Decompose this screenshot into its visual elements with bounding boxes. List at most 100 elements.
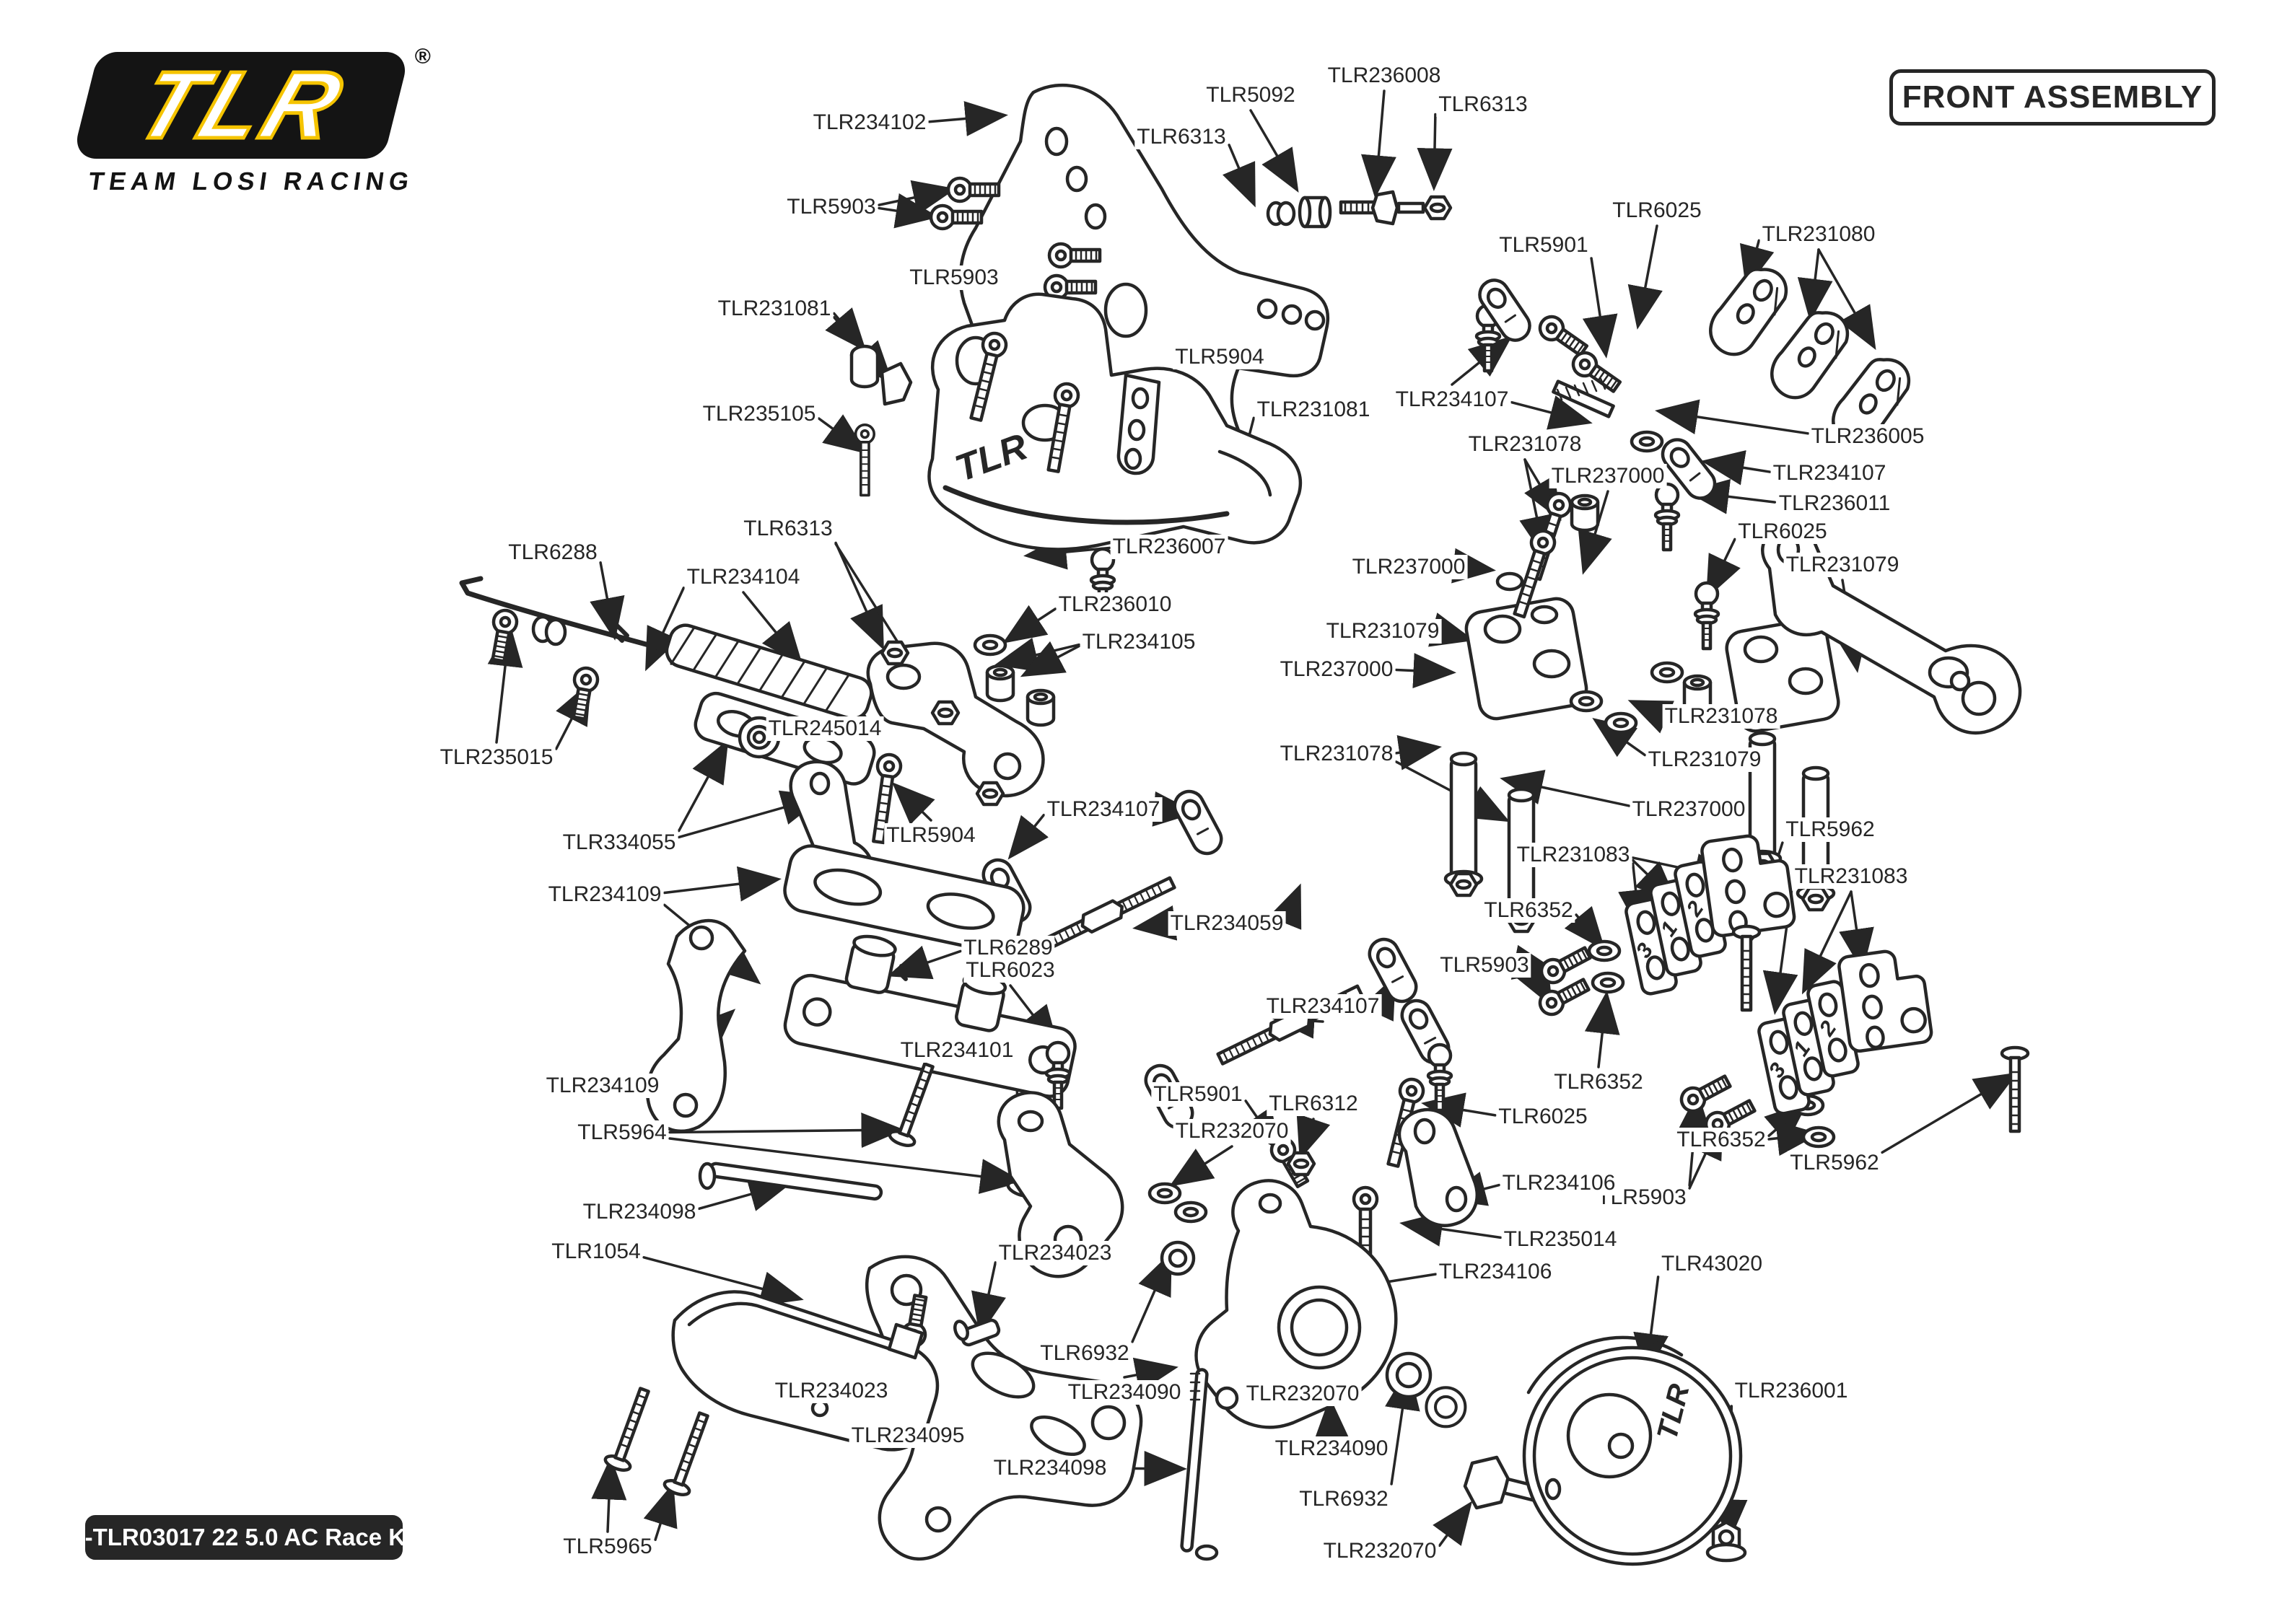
washer bbox=[1632, 432, 1662, 451]
steering-knuckle bbox=[1194, 1179, 1398, 1429]
part-label: TLR334055 bbox=[560, 830, 678, 855]
caster-clamp bbox=[1702, 257, 1793, 366]
kit-label: C-TLR03017 22 5.0 AC Race Kit bbox=[68, 1515, 420, 1560]
ball-stud bbox=[1656, 484, 1679, 550]
part-label: TLR6023 bbox=[963, 958, 1057, 983]
part-label: TLR6025 bbox=[1610, 198, 1704, 223]
part-label: TLR6932 bbox=[1038, 1341, 1132, 1366]
part-label: TLR5901 bbox=[1151, 1082, 1245, 1107]
leader-arrow bbox=[668, 1112, 904, 1149]
part-label: TLR231079 bbox=[1645, 747, 1764, 772]
part-label: TLR234106 bbox=[1436, 1260, 1554, 1284]
part-label: TLR6289 bbox=[961, 936, 1055, 960]
arm-mount-assembly bbox=[645, 844, 1077, 1133]
spacer bbox=[987, 666, 1013, 701]
leader-arrow bbox=[1881, 1072, 2019, 1154]
part-label: TLR6352 bbox=[1674, 1128, 1768, 1152]
part-label: TLR6025 bbox=[1736, 519, 1829, 544]
leader-arrow bbox=[1510, 395, 1593, 430]
leader-arrow bbox=[817, 414, 867, 455]
long-screw bbox=[603, 1385, 657, 1472]
leader-arrow bbox=[1500, 770, 1631, 807]
part-label: TLR232070 bbox=[1321, 1539, 1439, 1563]
part-label: TLR236007 bbox=[1110, 535, 1228, 559]
tlr-logo-text: TLR bbox=[121, 51, 361, 160]
part-label: TLR6313 bbox=[1134, 125, 1228, 149]
part-label: TLR234101 bbox=[898, 1038, 1016, 1063]
part-label: TLR237000 bbox=[1549, 464, 1667, 488]
part-label: TLR231078 bbox=[1466, 432, 1584, 457]
leader-arrow bbox=[834, 541, 884, 651]
leader-arrow bbox=[1361, 89, 1396, 198]
leader-arrow bbox=[645, 587, 686, 672]
part-label: TLR234104 bbox=[684, 565, 803, 589]
screw bbox=[931, 206, 981, 229]
part-label: TLR235105 bbox=[700, 402, 818, 426]
leader-arrow bbox=[1451, 548, 1496, 584]
wheel-disc: TLR bbox=[1522, 1335, 1743, 1566]
shim-cluster-right: 3 1 2 bbox=[1677, 947, 2028, 1146]
nut bbox=[1288, 1153, 1314, 1175]
leader-arrow bbox=[887, 945, 962, 980]
leader-arrow bbox=[590, 561, 625, 641]
leader-arrow bbox=[1123, 1357, 1178, 1392]
arm-bushing-pin bbox=[953, 1318, 1001, 1347]
lug-nut bbox=[1705, 1520, 1747, 1563]
part-label: TLR6312 bbox=[1267, 1092, 1360, 1116]
part-label: TLR231078 bbox=[1662, 704, 1780, 729]
leader-arrow bbox=[1249, 109, 1299, 193]
leader-arrow bbox=[1417, 113, 1453, 191]
leader-arrow bbox=[825, 307, 867, 352]
striped-brace bbox=[665, 623, 876, 786]
part-label: TLR234090 bbox=[1272, 1436, 1391, 1461]
leader-arrow bbox=[1584, 991, 1620, 1068]
part-label: TLR5965 bbox=[561, 1535, 655, 1559]
washer bbox=[1176, 1203, 1206, 1221]
leader-arrow bbox=[994, 637, 1081, 672]
leader-arrow bbox=[1399, 1211, 1503, 1247]
part-label: TLR6313 bbox=[741, 517, 835, 541]
tlr-logo: TLR ® TEAM LOSI RACING bbox=[71, 45, 446, 196]
long-screw bbox=[662, 1410, 716, 1497]
screw bbox=[854, 423, 876, 497]
leader-arrow bbox=[1582, 257, 1618, 359]
part-label: TLR234107 bbox=[1770, 461, 1889, 486]
bearing bbox=[1387, 1353, 1430, 1397]
leader-arrow bbox=[1797, 248, 1833, 322]
part-label: TLR234105 bbox=[1080, 630, 1198, 654]
page-title: FRONT ASSEMBLY bbox=[1889, 69, 2216, 126]
serrated-hex bbox=[1160, 1240, 1196, 1276]
leader-arrow bbox=[1451, 335, 1513, 386]
part-label: TLR234109 bbox=[543, 1074, 662, 1098]
washer bbox=[1150, 1184, 1180, 1203]
part-label: TLR234095 bbox=[849, 1423, 967, 1448]
part-label: TLR234107 bbox=[1393, 387, 1511, 412]
part-label: TLR6288 bbox=[506, 540, 600, 565]
part-label: TLR234106 bbox=[1500, 1171, 1618, 1195]
steering-post-cluster-right bbox=[1652, 618, 1840, 910]
tlr-logo-subtitle: TEAM LOSI RACING bbox=[87, 167, 416, 196]
leader-arrow bbox=[642, 1256, 804, 1307]
part-label: TLR231078 bbox=[1277, 742, 1396, 766]
leader-arrow bbox=[643, 1483, 678, 1541]
part-label: TLR231079 bbox=[1324, 619, 1442, 644]
part-label: TLR5904 bbox=[884, 823, 978, 848]
leader-arrow bbox=[1592, 717, 1647, 758]
spacer bbox=[1028, 690, 1054, 725]
part-label: TLR235015 bbox=[437, 745, 556, 770]
part-label: TLR232070 bbox=[1173, 1119, 1291, 1144]
leader-arrow bbox=[1701, 450, 1772, 486]
leader-arrow bbox=[1394, 653, 1456, 689]
part-label: TLR234098 bbox=[991, 1456, 1109, 1480]
part-label: TLR5964 bbox=[575, 1120, 669, 1145]
part-label: TLR231079 bbox=[1783, 553, 1902, 577]
bearing bbox=[1426, 1387, 1465, 1426]
leader-arrow bbox=[591, 1457, 627, 1533]
part-label: TLR237000 bbox=[1277, 657, 1396, 682]
front-bulkhead: TLR bbox=[927, 292, 1303, 551]
leader-arrow bbox=[1268, 883, 1302, 930]
part-label: TLR5903 bbox=[907, 265, 1001, 290]
part-label: TLR234102 bbox=[810, 110, 929, 135]
part-label: TLR6352 bbox=[1552, 1070, 1645, 1094]
part-label: TLR237000 bbox=[1630, 797, 1748, 822]
